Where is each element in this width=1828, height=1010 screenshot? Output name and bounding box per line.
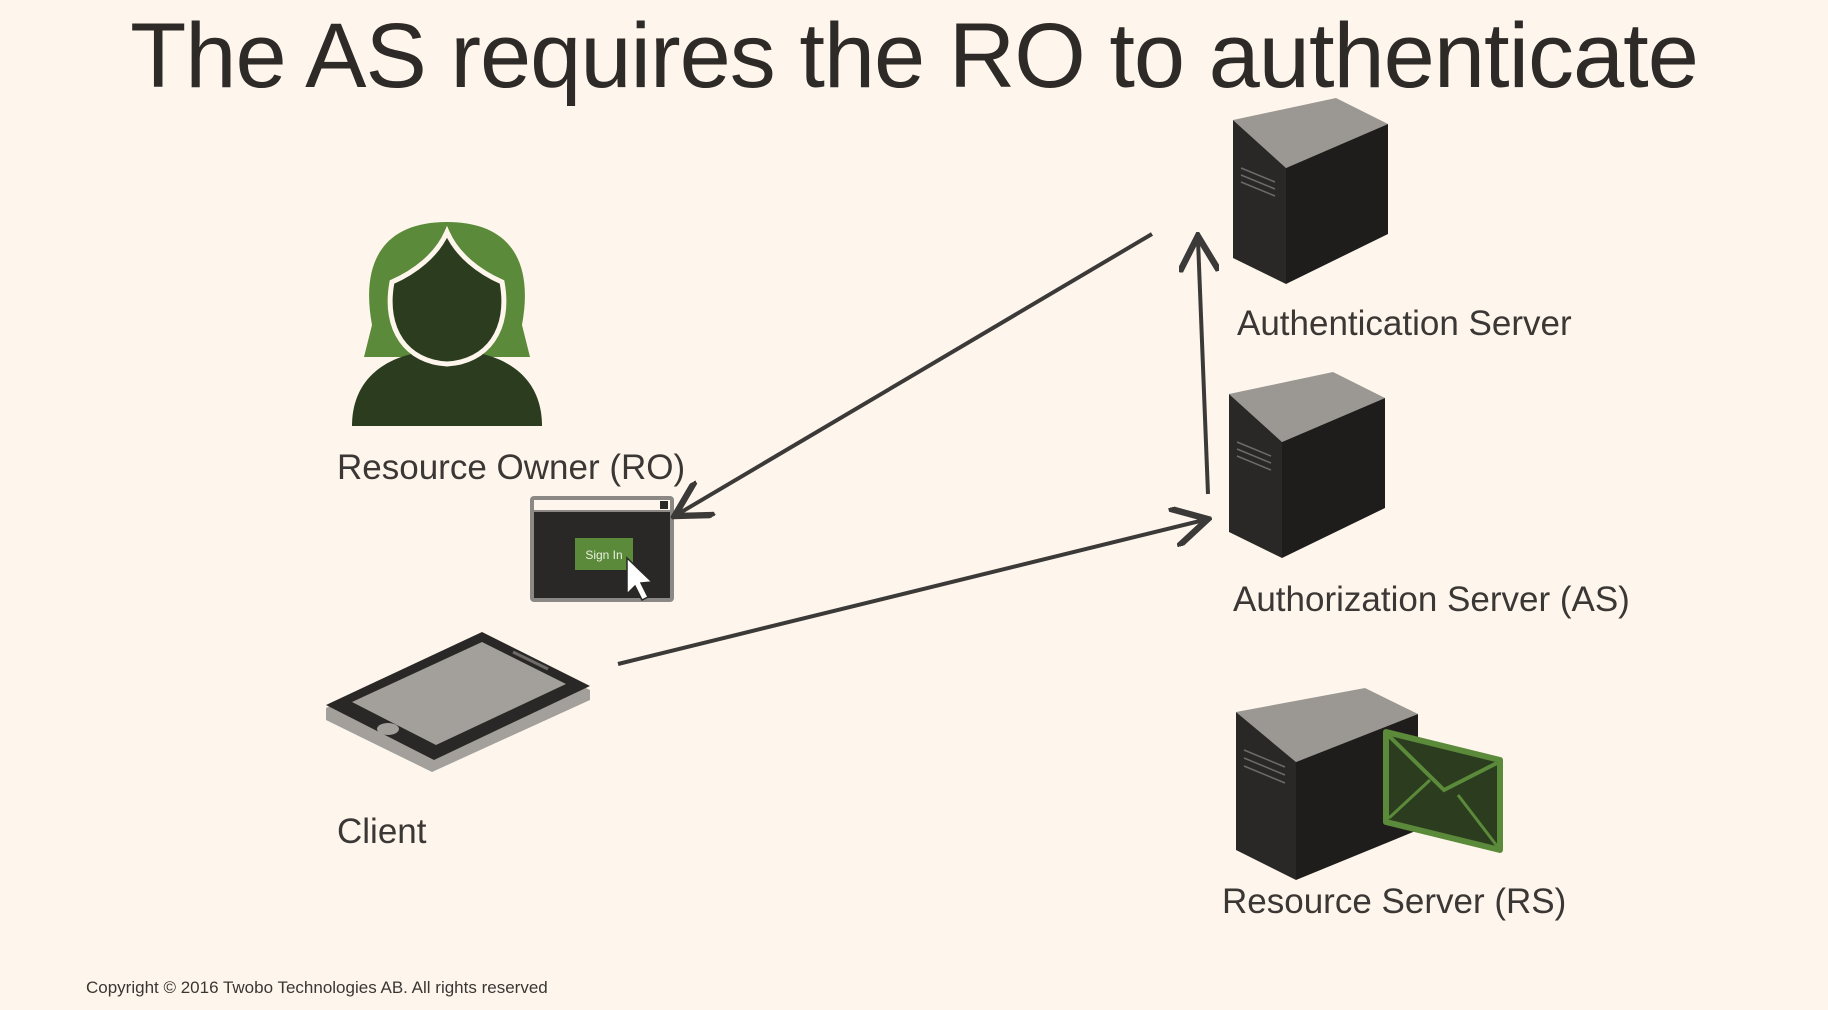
cursor-icon (626, 556, 654, 602)
tablet-icon (326, 632, 590, 772)
server-icon (1233, 98, 1388, 284)
label-resource-server: Resource Server (RS) (1222, 882, 1567, 921)
label-authentication-server: Authentication Server (1237, 304, 1572, 343)
arrow-client-to-as (617, 520, 1204, 666)
slide-title: The AS requires the RO to authenticate (130, 5, 1699, 107)
label-resource-owner: Resource Owner (RO) (337, 448, 686, 487)
label-client: Client (337, 812, 427, 851)
label-authorization-server: Authorization Server (AS) (1233, 580, 1630, 619)
server-icon (1229, 372, 1385, 558)
browser-window-icon: Sign In (530, 496, 674, 602)
sign-in-button: Sign In (585, 548, 622, 562)
arrow-as-to-authn (1198, 240, 1208, 495)
arrow-authn-to-browser (678, 232, 1154, 514)
copyright-notice: Copyright © 2016 Twobo Technologies AB. … (86, 978, 548, 997)
person-icon (352, 222, 542, 426)
envelope-icon (1383, 729, 1503, 853)
